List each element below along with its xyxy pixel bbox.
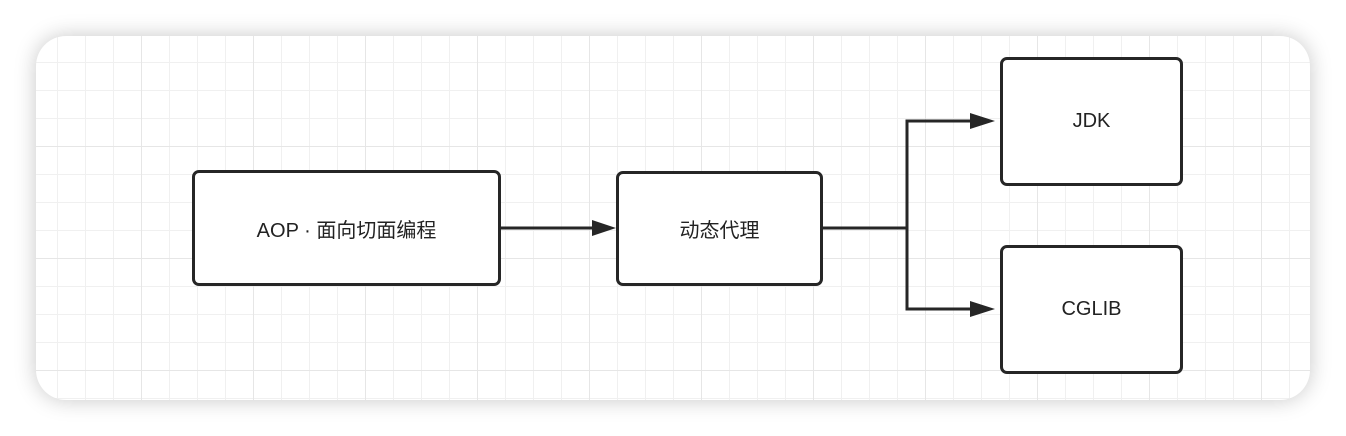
node-dynamic-proxy-label: 动态代理: [679, 220, 760, 242]
node-cglib-label: CGLIB: [1061, 298, 1122, 320]
node-jdk-label: JDK: [1072, 110, 1111, 132]
arrowhead-proxy: [592, 220, 616, 236]
edge-to-cglib: [905, 228, 978, 311]
node-aop[interactable]: AOP · 面向切面编程: [192, 170, 501, 286]
node-cglib[interactable]: CGLIB: [1000, 245, 1183, 374]
node-dynamic-proxy[interactable]: 动态代理: [616, 171, 823, 286]
node-aop-label: AOP · 面向切面编程: [256, 219, 437, 242]
edge-to-jdk: [905, 119, 978, 228]
arrowhead-cglib: [970, 301, 995, 317]
node-jdk[interactable]: JDK: [1000, 57, 1183, 186]
arrowhead-jdk: [970, 113, 995, 129]
